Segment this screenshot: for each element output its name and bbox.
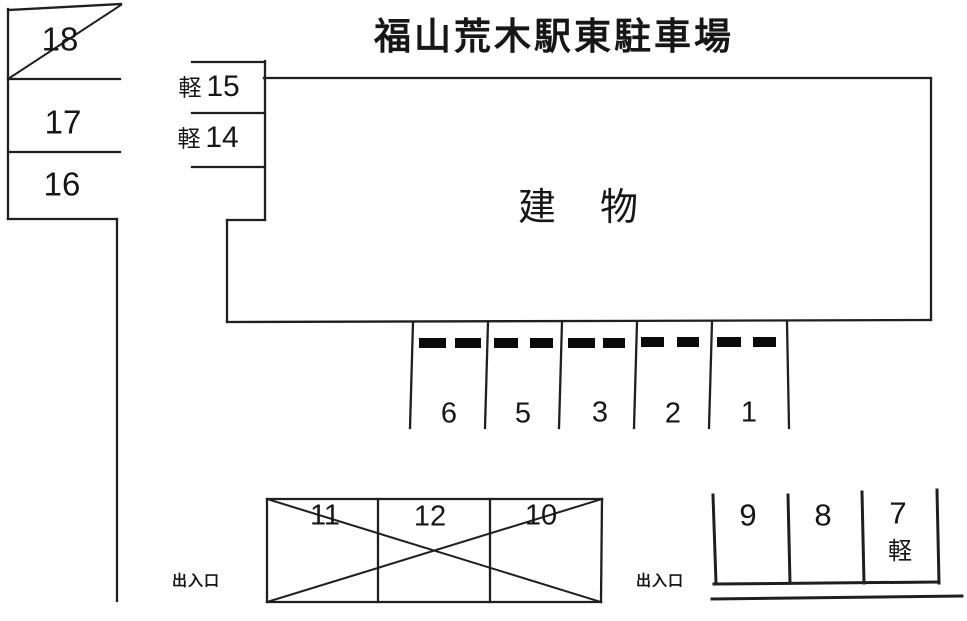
space-18-top-edge [6, 2, 123, 12]
space-7-label: 7 [889, 495, 907, 531]
space-12-label: 12 [413, 500, 447, 533]
entrance-exit-label-right: 出入口 [635, 572, 685, 590]
space-7-kei-suffix: 軽 [888, 538, 912, 565]
entrance-exit-label-left: 出入口 [171, 572, 221, 590]
space-8-right-divider [860, 490, 866, 585]
space-5-right-divider [557, 320, 564, 430]
south-boundary-line [710, 594, 964, 601]
space-14-kei-prefix: 軽 [177, 125, 201, 152]
space-18-cross-line [6, 3, 123, 81]
space-3-label: 3 [591, 396, 609, 429]
bottom-right-row-bottom-edge [712, 580, 941, 586]
space-9-left-edge [711, 493, 718, 585]
space-6-left-divider [408, 320, 415, 430]
space-9-right-divider [786, 493, 792, 585]
space-2-right-divider [707, 320, 714, 430]
space-1-right-divider [785, 320, 791, 430]
space-8-label: 8 [814, 497, 832, 533]
space-15-label: 15 [206, 70, 240, 103]
space-16-label: 16 [43, 165, 81, 203]
space-6-label: 6 [440, 397, 458, 430]
space-2-label: 2 [664, 397, 682, 430]
space-1-label: 1 [740, 396, 758, 429]
space-14-label: 14 [205, 121, 239, 154]
space-9-label: 9 [739, 497, 757, 533]
space-10-label: 10 [524, 499, 558, 532]
space-11-label: 11 [309, 499, 341, 532]
space-17-label: 17 [44, 103, 82, 141]
building-label: 建物 [518, 187, 683, 229]
space-18-label: 18 [41, 20, 79, 58]
building-bottom-edge [225, 318, 933, 324]
space-5-label: 5 [514, 397, 532, 430]
space-7-right-edge [935, 488, 941, 585]
space-15-kei-prefix: 軽 [178, 74, 202, 101]
space-3-right-divider [632, 320, 639, 430]
bottom-left-cross-line-2 [265, 497, 604, 604]
space-6-right-divider [483, 320, 490, 430]
bottom-left-block-right-edge [599, 497, 604, 604]
page-title: 福山荒木駅東駐車場 [374, 16, 734, 57]
